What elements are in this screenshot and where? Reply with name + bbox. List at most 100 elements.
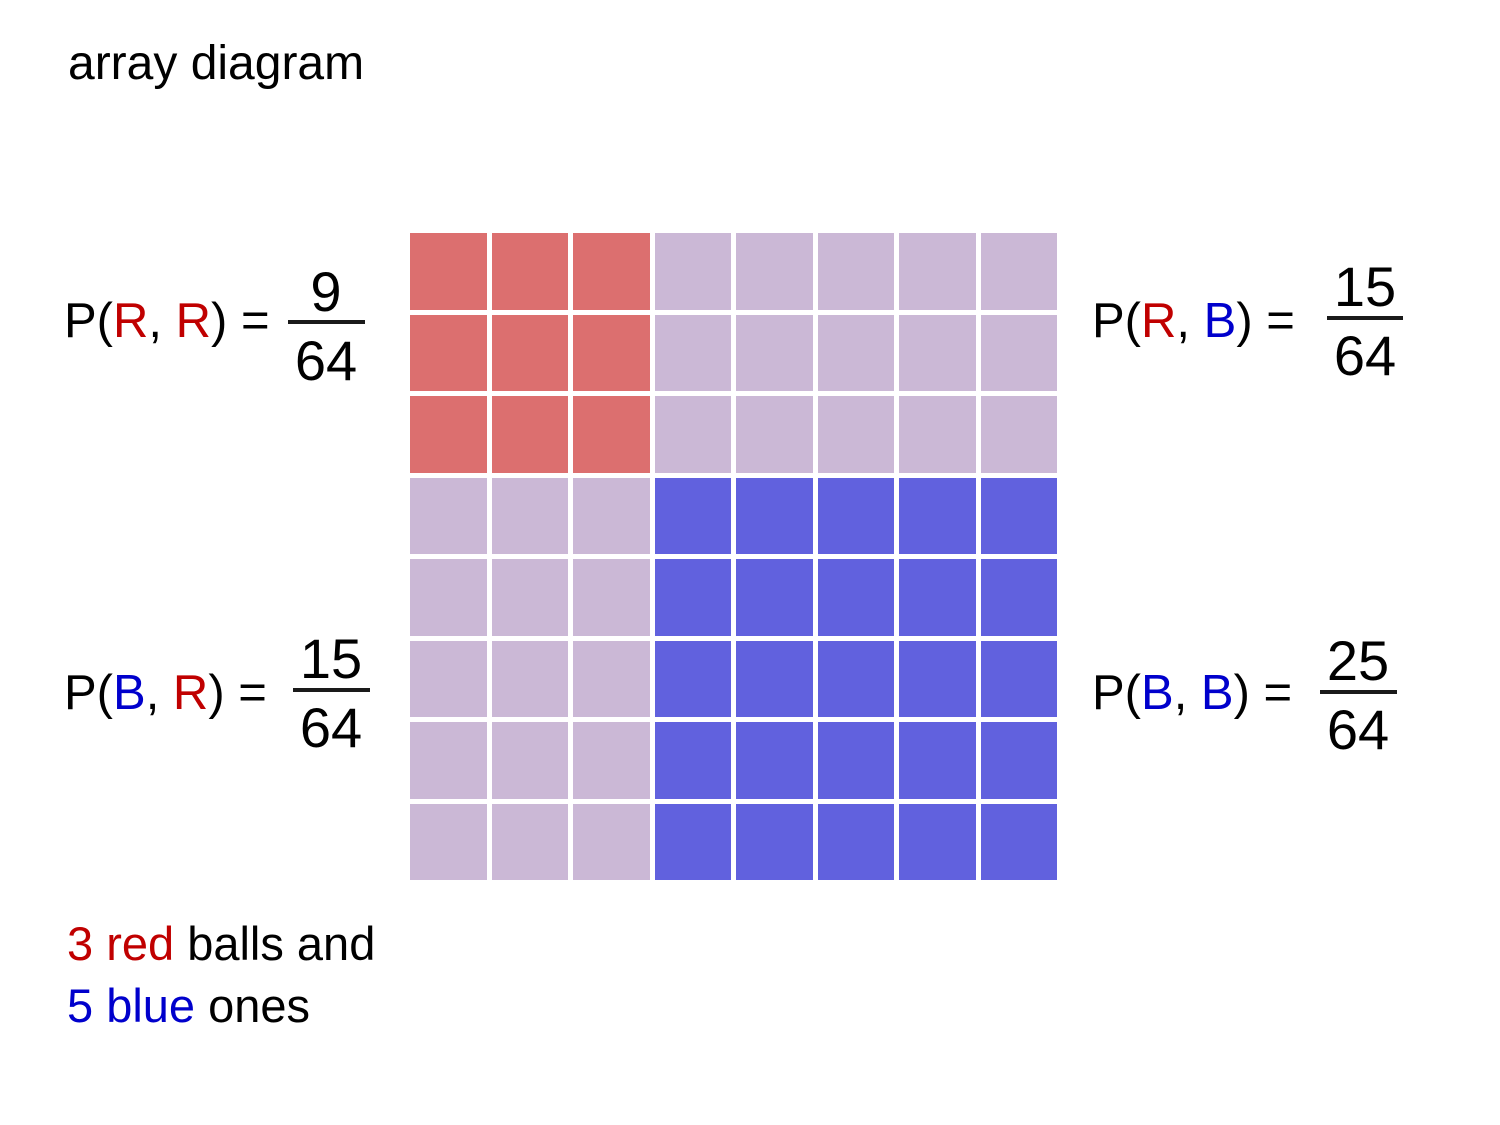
cell-red-red: [573, 314, 650, 391]
array-grid: [410, 233, 1057, 880]
label-second-blue: B: [1203, 294, 1237, 348]
label-p-br: P(B, R) =: [64, 665, 267, 721]
label-p-bb: P(B, B) =: [1092, 665, 1292, 721]
cell-blue-blue: [654, 803, 731, 880]
cell-blue-blue: [980, 477, 1057, 554]
label-first-blue: B: [1141, 666, 1174, 720]
cell-blue-blue: [980, 803, 1057, 880]
label-suffix: ) =: [1236, 294, 1295, 348]
cell-red-blue: [899, 396, 976, 473]
label-first-red: R: [113, 294, 149, 348]
caption-text: balls and: [174, 917, 376, 970]
denominator: 64: [294, 329, 358, 392]
denominator: 64: [1326, 698, 1390, 761]
label-p-rr: P(R, R) =: [64, 293, 270, 349]
numerator: 15: [1333, 255, 1397, 318]
caption-red-count: 3 red: [67, 917, 175, 970]
label-p-rb: P(R, B) =: [1092, 293, 1295, 349]
fraction-bar: [1327, 316, 1403, 320]
cell-blue-blue: [899, 640, 976, 717]
cell-blue-blue: [654, 559, 731, 636]
label-suffix: ) =: [208, 666, 267, 720]
cell-blue-red: [573, 722, 650, 799]
label-second-red: R: [175, 294, 212, 348]
numerator: 15: [299, 627, 363, 690]
label-suffix: ) =: [1233, 666, 1293, 720]
cell-red-red: [410, 233, 487, 310]
cell-red-red: [573, 233, 650, 310]
label-sep: ,: [1173, 666, 1201, 720]
cell-blue-red: [573, 640, 650, 717]
cell-blue-blue: [899, 722, 976, 799]
cell-red-blue: [736, 233, 813, 310]
cell-red-blue: [736, 396, 813, 473]
cell-red-blue: [899, 233, 976, 310]
cell-blue-blue: [980, 722, 1057, 799]
cell-blue-red: [491, 803, 568, 880]
cell-red-blue: [980, 314, 1057, 391]
cell-blue-blue: [899, 477, 976, 554]
label-sep: ,: [145, 666, 173, 720]
fraction-bar: [293, 688, 370, 692]
cell-blue-red: [410, 722, 487, 799]
cell-red-blue: [980, 396, 1057, 473]
cell-blue-red: [573, 477, 650, 554]
cell-blue-blue: [736, 559, 813, 636]
cell-blue-red: [410, 803, 487, 880]
caption-blue-count: 5 blue: [67, 979, 196, 1032]
denominator: 64: [299, 696, 363, 759]
cell-blue-blue: [817, 803, 894, 880]
cell-blue-blue: [654, 477, 731, 554]
cell-blue-red: [410, 640, 487, 717]
cell-red-red: [491, 233, 568, 310]
cell-red-blue: [654, 314, 731, 391]
caption-line-1: 3 red balls and: [67, 913, 375, 975]
denominator: 64: [1333, 324, 1397, 387]
cell-red-blue: [817, 233, 894, 310]
numerator: 9: [310, 260, 342, 323]
cell-red-red: [410, 396, 487, 473]
caption-text: ones: [195, 979, 311, 1032]
cell-blue-red: [491, 477, 568, 554]
label-second-red: R: [172, 666, 209, 720]
cell-blue-blue: [817, 559, 894, 636]
cell-red-blue: [817, 314, 894, 391]
cell-red-blue: [817, 396, 894, 473]
caption: 3 red balls and 5 blue ones: [67, 913, 375, 1037]
cell-blue-blue: [736, 803, 813, 880]
caption-line-2: 5 blue ones: [67, 975, 375, 1037]
cell-blue-red: [491, 722, 568, 799]
cell-blue-blue: [736, 477, 813, 554]
cell-blue-blue: [654, 722, 731, 799]
cell-red-red: [491, 314, 568, 391]
cell-blue-blue: [817, 722, 894, 799]
cell-blue-blue: [817, 477, 894, 554]
cell-red-blue: [654, 233, 731, 310]
fraction-bar: [1320, 690, 1397, 694]
label-prefix: P(: [64, 294, 113, 348]
cell-blue-blue: [736, 640, 813, 717]
numerator: 25: [1326, 629, 1390, 692]
label-prefix: P(: [1092, 666, 1141, 720]
label-suffix: ) =: [211, 294, 270, 348]
cell-red-red: [491, 396, 568, 473]
label-prefix: P(: [1092, 294, 1141, 348]
cell-blue-blue: [899, 559, 976, 636]
cell-red-blue: [980, 233, 1057, 310]
cell-red-red: [573, 396, 650, 473]
cell-blue-red: [491, 640, 568, 717]
cell-blue-blue: [980, 559, 1057, 636]
cell-blue-blue: [736, 722, 813, 799]
cell-blue-red: [410, 559, 487, 636]
fraction-bar: [288, 320, 365, 324]
diagram-title: array diagram: [68, 37, 365, 90]
cell-blue-red: [491, 559, 568, 636]
cell-blue-red: [410, 477, 487, 554]
cell-blue-blue: [654, 640, 731, 717]
cell-blue-blue: [980, 640, 1057, 717]
cell-blue-blue: [817, 640, 894, 717]
label-first-red: R: [1141, 294, 1177, 348]
label-second-blue: B: [1200, 666, 1234, 720]
label-prefix: P(: [64, 666, 113, 720]
label-sep: ,: [148, 294, 176, 348]
